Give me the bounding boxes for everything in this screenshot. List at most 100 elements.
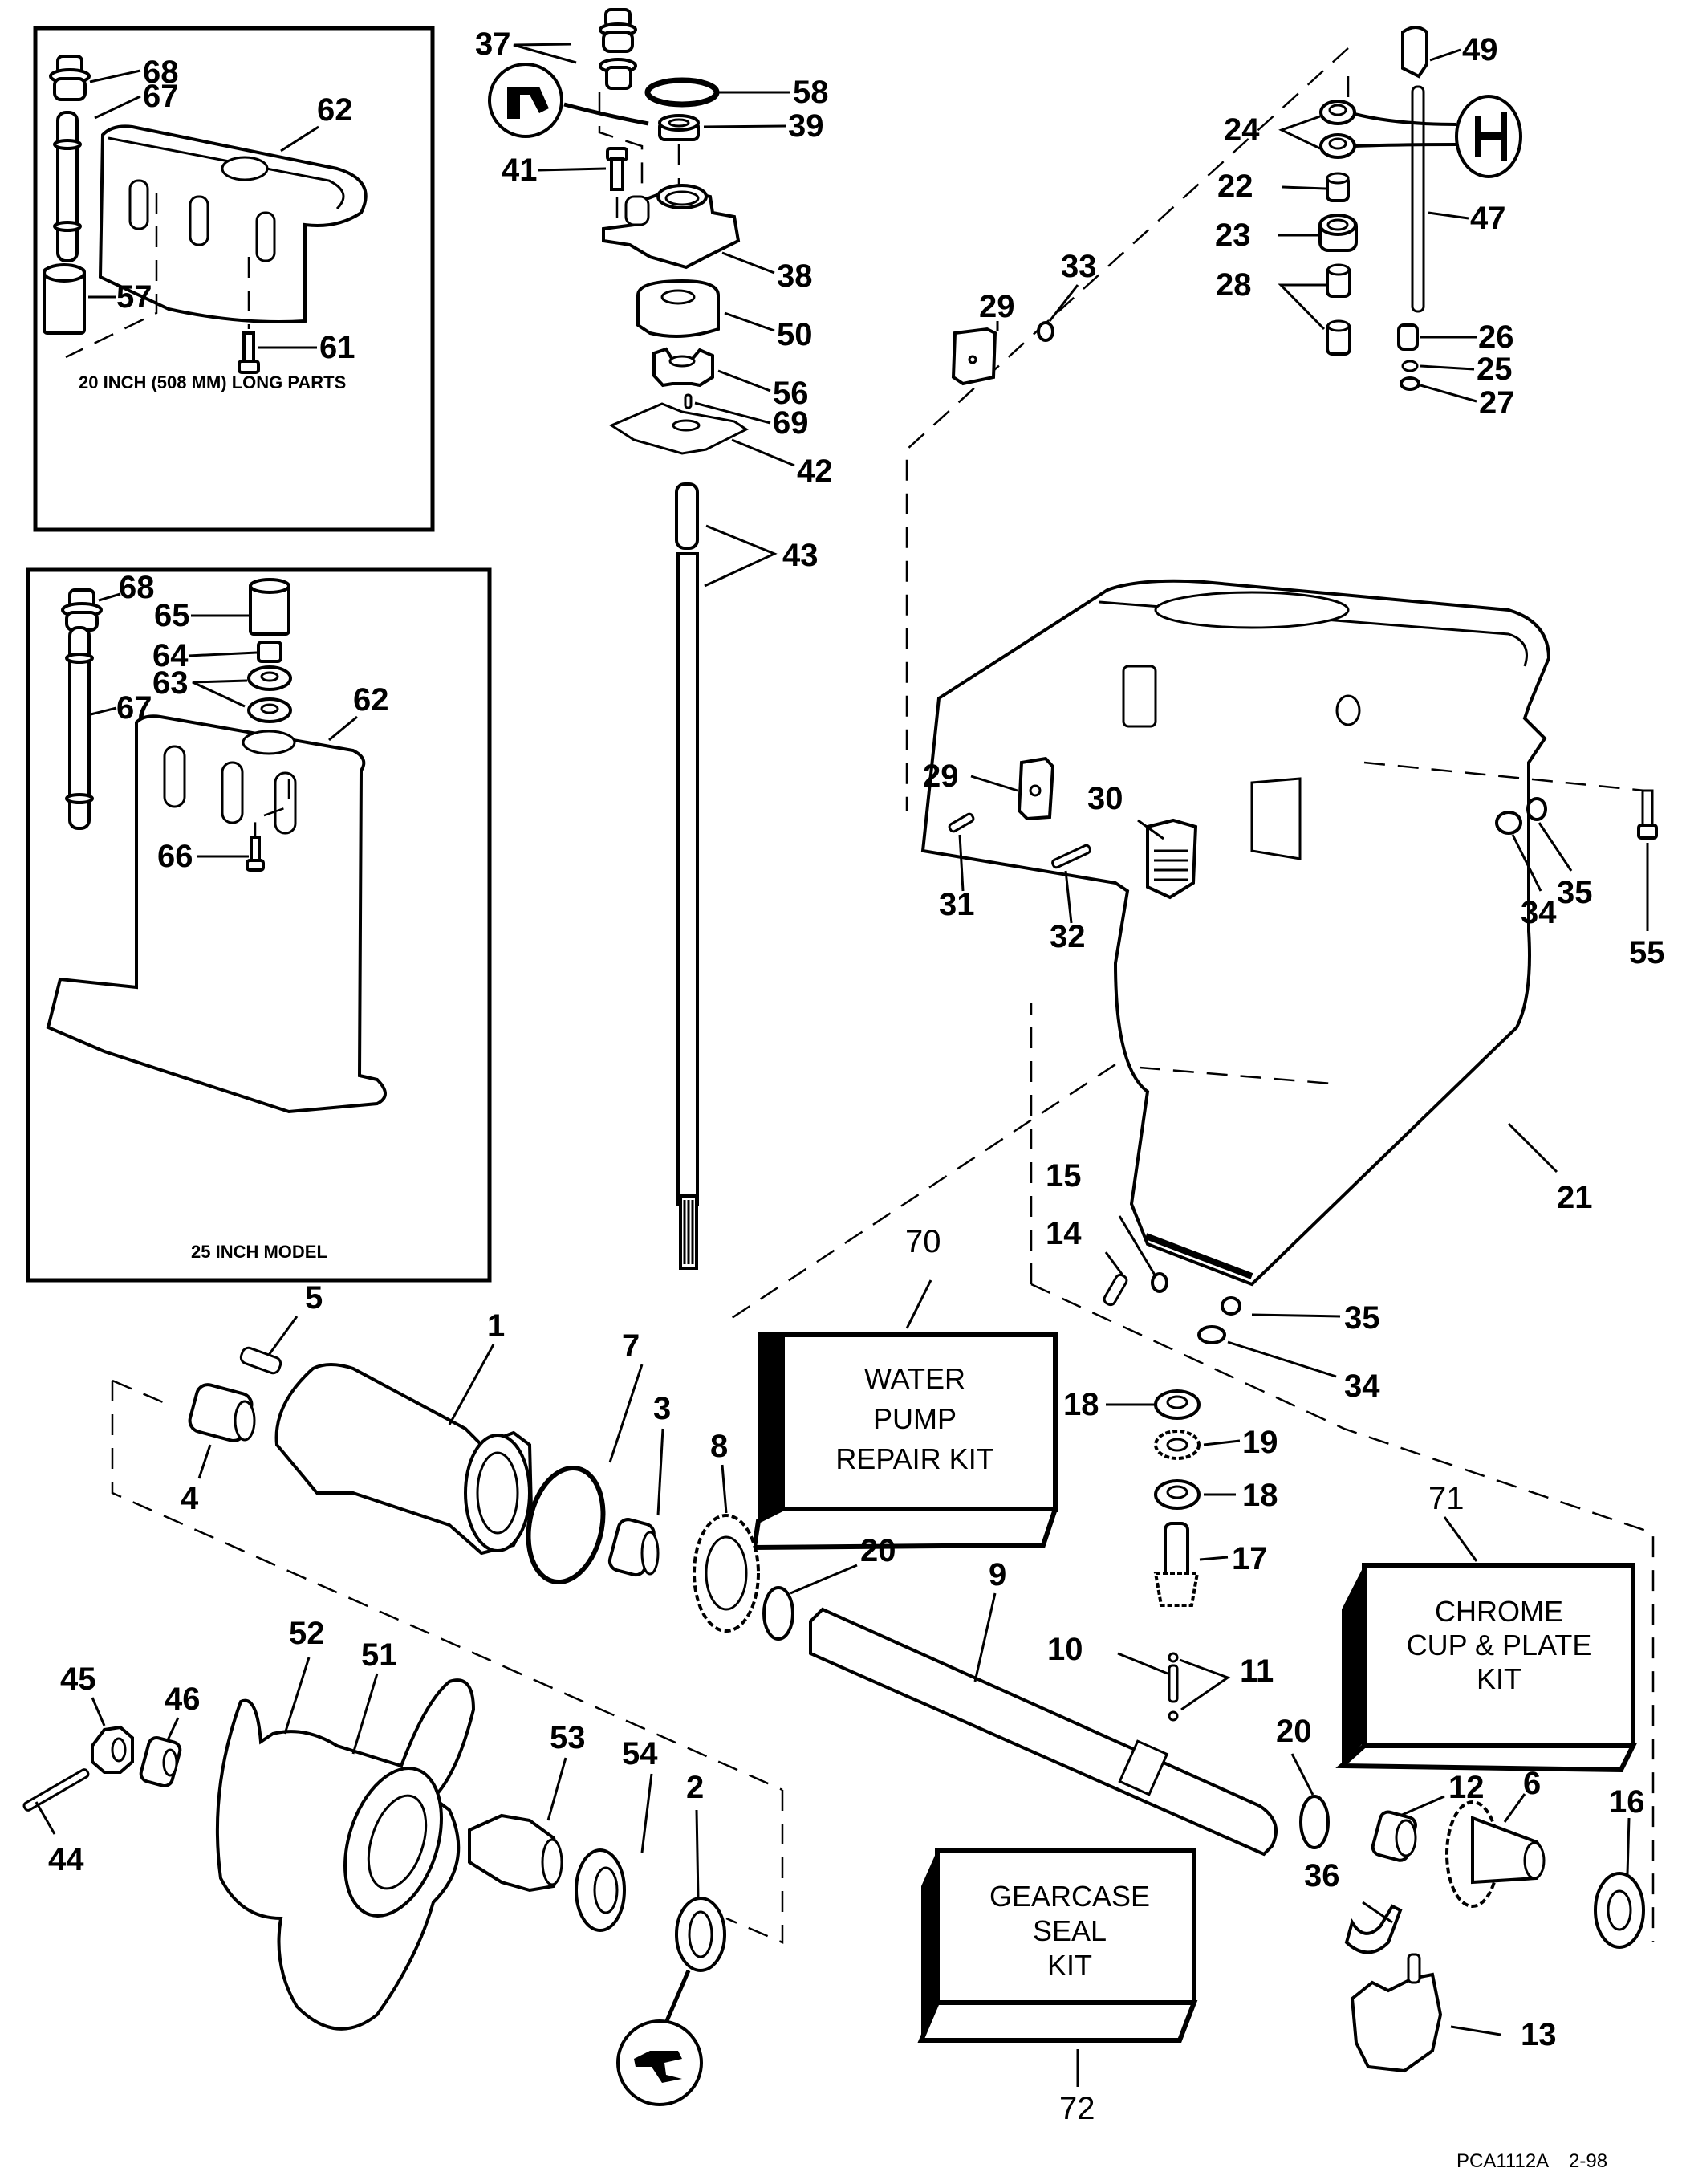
part-26-connector [1397,323,1419,351]
callout-20-left: 20 [860,1533,896,1568]
part-22-bearing [1326,172,1350,202]
part-18-thrust-washer-upper [1154,1389,1201,1420]
part-34-plug-upper [1495,811,1522,835]
part-68-fitting [49,55,91,101]
part-33-nut [1037,321,1054,342]
part-67-tube [53,111,82,262]
part-68-fitting [61,588,103,632]
callout-9: 9 [989,1557,1006,1592]
callout-25: 25 [1477,352,1513,387]
part-16-bearing [1594,1872,1645,1949]
part-35-washer-upper [1526,797,1547,821]
part-41-bolt [606,147,628,191]
part-37-fittings [599,8,637,90]
callout-11: 11 [1240,1653,1274,1689]
callout-34-upper: 34 [1521,895,1557,930]
document-code: PCA1112A [1456,2150,1549,2172]
part-23-bushing [1318,214,1358,252]
callout-18-upper: 18 [1063,1387,1099,1422]
callout-57: 57 [116,279,152,315]
part-30-anode [1146,818,1198,900]
callout-72: 72 [1059,2091,1095,2126]
part-38-pump-housing [602,184,741,270]
callout-6: 6 [1523,1766,1541,1801]
callout-71: 71 [1428,1481,1465,1516]
part-65-sleeve [249,578,290,636]
callout-36: 36 [1304,1858,1340,1893]
part-12-clutch-dog [1371,1810,1417,1862]
callout-29-lower: 29 [923,759,959,794]
callout-67: 67 [143,79,179,114]
part-34-plug-lower [1197,1325,1226,1344]
part-64-plug [257,641,282,663]
part-10-spring [1168,1664,1179,1703]
callout-42: 42 [797,453,833,489]
part-57-sleeve [43,263,86,335]
part-55-screw [1637,789,1658,840]
callout-53: 53 [550,1720,586,1755]
part-11-detent-ball [1168,1710,1179,1722]
kit-label-line-3: KIT [1477,1662,1521,1695]
part-69-pin [684,393,693,409]
callout-56: 56 [773,376,809,411]
callout-50: 50 [777,317,813,352]
part-15-seal [1151,1272,1168,1293]
part-14-screw [1103,1273,1128,1307]
callout-27: 27 [1479,385,1515,421]
callout-35-lower: 35 [1344,1300,1380,1336]
part-43-drive-shaft [675,482,699,1270]
part-44-cotter-pin [22,1768,90,1812]
callout-61: 61 [319,330,355,365]
callout-46: 46 [165,1682,201,1717]
part-45-prop-nut [91,1725,134,1774]
callout-65: 65 [154,598,190,633]
part-1-bearing-housing [274,1363,534,1556]
callout-69: 69 [773,405,809,441]
callout-23: 23 [1215,218,1251,253]
part-58-o-ring [644,77,720,108]
part-53-thrust-hub [468,1813,563,1893]
part-36-retainer-clip [1344,1904,1403,1954]
callout-63: 63 [152,665,189,701]
inset-20-inch-long-parts: 68 67 62 57 [33,26,435,532]
part-20-thrust-washer [762,1586,794,1641]
callout-38: 38 [777,258,813,294]
seal-orientation-detail [1455,95,1522,178]
kit-water-pump-repair: WATER PUMP REPAIR KIT [751,1332,1059,1551]
part-20-thrust-washer-right [1299,1795,1330,1849]
callout-12: 12 [1448,1770,1485,1805]
part-49-shift-rod-connector [1401,26,1428,79]
kit-label-line-3: REPAIR KIT [835,1442,993,1475]
callout-66: 66 [157,839,193,874]
callout-62: 62 [317,92,353,128]
part-25-e-ring [1401,360,1419,372]
part-35-washer-lower [1221,1296,1241,1316]
callout-35-upper: 35 [1557,875,1593,910]
callout-64: 64 [152,638,189,673]
part-56-impeller [652,347,714,388]
document-date: 2-98 [1569,2150,1607,2172]
callout-44: 44 [48,1842,84,1877]
callout-52: 52 [289,1616,325,1651]
callout-5: 5 [305,1280,323,1316]
callout-17: 17 [1232,1541,1268,1576]
inset-caption-25-inch: 25 INCH MODEL [191,1242,327,1262]
inset-25-inch-model: 68 65 64 63 67 [26,567,492,1283]
part-3-bearing [607,1518,660,1577]
callout-33: 33 [1061,249,1097,284]
callout-29-upper: 29 [979,289,1015,324]
callout-13: 13 [1521,2017,1557,2052]
callout-10: 10 [1047,1632,1083,1667]
seal-profile-detail [488,63,563,138]
callout-68: 68 [143,55,179,90]
inset-caption-long-parts: 20 INCH (508 MM) LONG PARTS [79,372,346,392]
part-29-plate-upper [951,327,997,386]
part-39-seal [658,114,700,141]
part-11-detent-ball [1168,1652,1179,1663]
callout-37: 37 [475,26,511,62]
part-50-impeller-cup [636,279,720,338]
kit-label-line-2: SEAL [1033,1914,1107,1947]
kit-gearcase-seal: GEARCASE SEAL KIT [917,1848,1198,2043]
callout-14: 14 [1046,1216,1082,1251]
